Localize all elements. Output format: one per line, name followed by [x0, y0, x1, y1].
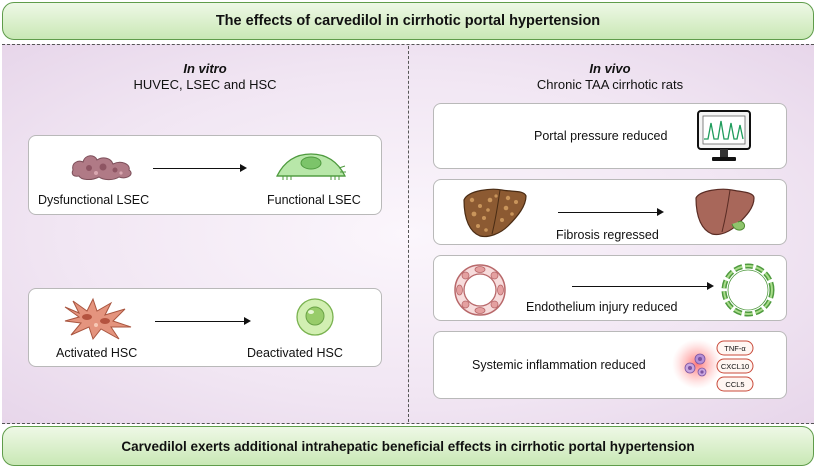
in-vitro-title: In vitro	[183, 61, 227, 76]
conclusion-text: Carvedilol exerts additional intrahepati…	[121, 438, 695, 454]
in-vivo-subtitle: Chronic TAA cirrhotic rats	[536, 77, 684, 92]
endothelium-label: Endothelium injury reduced	[526, 300, 678, 314]
healthy-liver-icon	[695, 188, 755, 236]
title-banner: The effects of carvedilol in cirrhotic p…	[2, 2, 814, 40]
in-vitro-heading: In vitro HUVEC, LSEC and HSC	[105, 61, 305, 93]
cytokine-pills: TNF-α CXCL10 CCL5	[716, 340, 754, 392]
functional-lsec-label: Functional LSEC	[267, 193, 361, 207]
diagram-title: The effects of carvedilol in cirrhotic p…	[215, 13, 601, 29]
portal-pressure-panel: Portal pressure reduced	[433, 103, 787, 169]
portal-pressure-label: Portal pressure reduced	[534, 129, 668, 143]
healthy-vessel-icon	[721, 263, 775, 317]
fibrosis-arrow	[558, 208, 664, 217]
conclusion-banner: Carvedilol exerts additional intrahepati…	[2, 426, 814, 466]
functional-lsec-icon	[275, 153, 347, 180]
section-divider	[408, 46, 409, 422]
monitor-icon	[697, 110, 751, 161]
dysfunctional-lsec-label: Dysfunctional LSEC	[38, 193, 150, 207]
hsc-arrow	[155, 317, 251, 326]
activated-hsc-icon	[64, 297, 132, 341]
fibrotic-liver-icon	[463, 188, 527, 238]
in-vitro-subtitle: HUVEC, LSEC and HSC	[133, 77, 277, 92]
hsc-panel: Activated HSC Deactivated HSC	[28, 288, 382, 367]
endothelium-panel: Endothelium injury reduced	[433, 255, 787, 321]
fibrosis-panel: Fibrosis regressed	[433, 179, 787, 245]
cytokine-ccl5: CCL5	[725, 380, 744, 389]
lsec-arrow	[153, 164, 247, 173]
immune-cells-icon	[672, 339, 722, 389]
inflammation-label: Systemic inflammation reduced	[472, 358, 646, 372]
injured-vessel-icon	[454, 264, 506, 316]
endothelium-arrow	[572, 282, 714, 291]
deactivated-hsc-label: Deactivated HSC	[247, 346, 343, 360]
cytokine-cxcl10: CXCL10	[721, 362, 749, 371]
cytokine-tnf: TNF-α	[724, 344, 746, 353]
activated-hsc-label: Activated HSC	[56, 346, 138, 360]
inflammation-panel: Systemic inflammation reduced TNF-α CXCL…	[433, 331, 787, 399]
lsec-panel: Dysfunctional LSEC Functional LSEC	[28, 135, 382, 215]
dysfunctional-lsec-icon	[71, 155, 132, 181]
fibrosis-label: Fibrosis regressed	[556, 228, 659, 242]
deactivated-hsc-icon	[296, 298, 334, 336]
in-vivo-title: In vivo	[589, 61, 631, 76]
in-vivo-heading: In vivo Chronic TAA cirrhotic rats	[510, 61, 710, 93]
